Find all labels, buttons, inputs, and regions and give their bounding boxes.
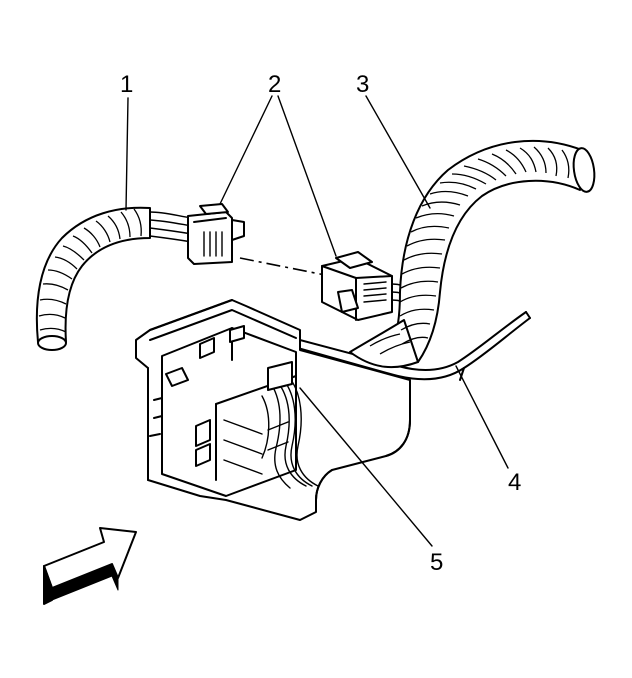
- callout-2: 2: [268, 71, 281, 98]
- callout-1: 1: [120, 71, 133, 98]
- harness-3: [349, 139, 596, 369]
- junction-box: [135, 299, 411, 521]
- alignment-line: [239, 257, 331, 277]
- callout-3: 3: [356, 71, 369, 98]
- connector-half-left: [187, 203, 245, 265]
- callout-5: 5: [430, 549, 443, 576]
- harness-1: [35, 206, 193, 351]
- connector-half-right: [321, 251, 413, 321]
- leader-lines: [125, 95, 509, 547]
- direction-arrow: [43, 527, 137, 605]
- callout-4: 4: [508, 469, 521, 496]
- wires-5: [261, 375, 319, 489]
